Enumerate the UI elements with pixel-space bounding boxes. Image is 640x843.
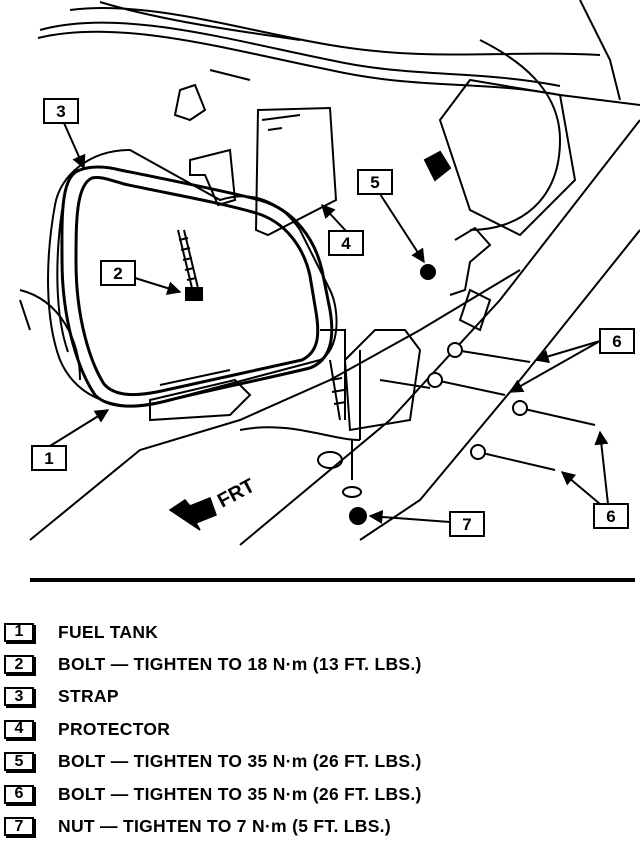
fuel-tank [47, 148, 338, 407]
rear-bracket [320, 288, 492, 440]
callout-2: 2 [100, 260, 182, 295]
legend-description: BOLT — TIGHTEN TO 35 N·m (26 FT. LBS.) [58, 783, 422, 804]
callout-5-label: 5 [370, 173, 379, 192]
legend-description: FUEL TANK [58, 621, 159, 642]
front-direction-label: FRT [214, 475, 259, 513]
callout-4: 4 [321, 203, 364, 256]
legend-item: 4 PROTECTOR [4, 713, 636, 745]
fuel-tank-diagram: FRT 3 2 5 4 6 6 7 [19, 0, 640, 546]
callout-5: 5 [357, 169, 425, 264]
legend-item: 2 BOLT — TIGHTEN TO 18 N·m (13 FT. LBS.) [4, 648, 636, 680]
bolt-5 [420, 150, 492, 296]
callout-6-upper-label: 6 [612, 332, 621, 351]
nut-7 [342, 440, 367, 525]
legend-item: 5 BOLT — TIGHTEN TO 35 N·m (26 FT. LBS.) [4, 746, 636, 778]
callout-3: 3 [43, 98, 86, 170]
bolts-6 [379, 342, 596, 471]
bolt-2 [177, 229, 203, 301]
callout-6-upper: 6 [508, 328, 635, 393]
legend-divider [30, 578, 635, 582]
legend-description: BOLT — TIGHTEN TO 18 N·m (13 FT. LBS.) [58, 654, 422, 675]
front-direction-arrow: FRT [168, 475, 259, 531]
fuel-tank-strap [60, 165, 334, 408]
callout-7-label: 7 [462, 515, 471, 534]
legend-item: 6 BOLT — TIGHTEN TO 35 N·m (26 FT. LBS.) [4, 778, 636, 810]
callout-7: 7 [368, 509, 485, 537]
legend-item: 1 FUEL TANK [4, 616, 636, 648]
callout-2-label: 2 [113, 264, 122, 283]
parts-legend: 1 FUEL TANK 2 BOLT — TIGHTEN TO 18 N·m (… [4, 616, 636, 843]
callout-1: 1 [31, 409, 110, 471]
legend-description: PROTECTOR [58, 718, 171, 739]
fuel-tank-protector [254, 106, 338, 237]
legend-number: 6 [4, 784, 34, 804]
legend-number: 5 [4, 752, 34, 772]
legend-number: 4 [4, 719, 34, 739]
underbody-lines [19, 0, 640, 546]
legend-description: STRAP [58, 686, 119, 707]
legend-number: 7 [4, 817, 34, 837]
callout-3-label: 3 [56, 102, 65, 121]
legend-description: BOLT — TIGHTEN TO 35 N·m (26 FT. LBS.) [58, 751, 422, 772]
callout-4-label: 4 [341, 234, 351, 253]
callout-6-lower: 6 [560, 430, 629, 529]
callout-6-lower-label: 6 [606, 507, 615, 526]
legend-description: NUT — TIGHTEN TO 7 N·m (5 FT. LBS.) [58, 816, 391, 837]
legend-item: 3 STRAP [4, 681, 636, 713]
legend-number: 2 [4, 655, 34, 675]
upper-bracket [173, 69, 251, 207]
callout-1-label: 1 [44, 449, 53, 468]
legend-item: 7 NUT — TIGHTEN TO 7 N·m (5 FT. LBS.) [4, 810, 636, 842]
legend-number: 1 [4, 622, 34, 642]
legend-number: 3 [4, 687, 34, 707]
